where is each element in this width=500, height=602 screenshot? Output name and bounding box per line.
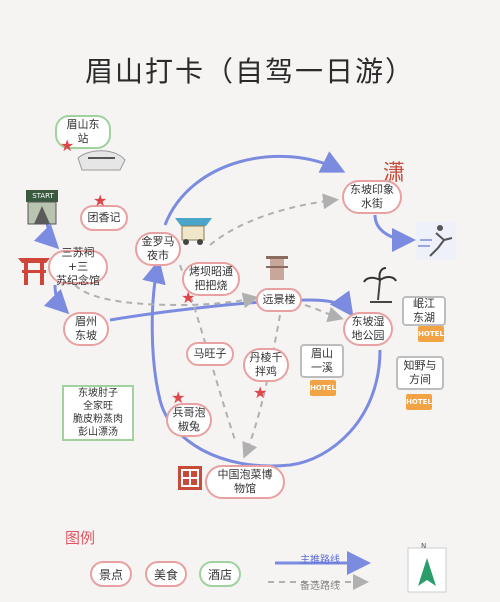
start-sign-icon (26, 190, 58, 225)
star-icon: ★ (181, 288, 196, 307)
local-food-list: 东坡肘子 全家旺 脆皮粉蒸肉 彭山漂汤 (62, 385, 134, 441)
star-icon: ★ (253, 383, 268, 402)
tower-icon (266, 256, 288, 280)
spot-bingge[interactable]: 兵哥泡 椒兔 (166, 403, 212, 437)
train-icon (77, 150, 126, 171)
palm-tree-icon (363, 267, 397, 303)
spot-yuanjinglou[interactable]: 远景楼 (256, 288, 302, 312)
star-icon: ★ (171, 388, 186, 407)
spot-sansuci[interactable]: 三苏祠+三 苏纪念馆 (48, 246, 108, 287)
legend-chip-spot: 景点 (90, 561, 132, 587)
legend-title: 图例 (65, 529, 96, 547)
hotel-tag-yixi: HOTEL (310, 380, 336, 396)
star-icon: ★ (93, 191, 108, 210)
spot-dongpo-shidi[interactable]: 东坡湿 地公园 (343, 312, 393, 346)
hotel-tag-zhiye: HOTEL (406, 394, 432, 410)
main-route-yinxiang-to-run (373, 214, 416, 252)
main-route-jinluoma-to-dongpo-yinxiang (163, 151, 346, 226)
alt-route-yuanjinglou-to-shidi (304, 304, 344, 323)
food-cart-icon (175, 218, 212, 245)
spot-paocai-museum[interactable]: 中国泡菜博 物馆 (205, 465, 285, 499)
legend-main-route-label: 主推路线 (300, 555, 340, 566)
legend-alt-route-label: 备选路线 (300, 581, 340, 592)
page-title: 眉山打卡（自驾一日游） (84, 55, 415, 88)
alt-route-kaoba-to-yinxiang (209, 193, 339, 246)
alt-route-sansuci-to-yuanjinglou (74, 284, 259, 309)
star-icon: ★ (60, 136, 75, 155)
spot-meizhou-dongpo[interactable]: 眉州 东坡 (63, 312, 109, 346)
hotel-minjiang-donghu[interactable]: 岷江 东湖 (402, 296, 446, 326)
spot-tuanxiangji[interactable]: 团香记 (80, 205, 128, 231)
main-route-shidi-loop (142, 259, 382, 468)
legend-chip-hotel: 酒店 (199, 561, 241, 587)
spot-dongpo-yinxiang[interactable]: 东坡印象 水街 (342, 180, 402, 214)
main-route-sansuci-to-meizhou (43, 284, 70, 315)
water-town-logo-icon: 潇 (383, 161, 405, 186)
legend-chip-food: 美食 (145, 561, 187, 587)
spot-dalengji[interactable]: 丹棱千 拌鸡 (243, 348, 289, 382)
compass-letter: N (421, 542, 427, 550)
start-sign-label: START (32, 192, 54, 200)
station-meishan-east: 眉山东 站 (55, 115, 111, 149)
runner-icon (416, 222, 456, 260)
hotel-zhiye-fangjian[interactable]: 知野与 方间 (396, 356, 444, 390)
gate-icon (18, 258, 50, 285)
spot-jinluoma[interactable]: 金罗马 夜市 (135, 232, 181, 266)
hotel-tag-donghu: HOTEL (418, 326, 444, 342)
svg-text:潇: 潇 (383, 161, 405, 186)
alt-route-yuanjinglou-to-museum (242, 314, 281, 459)
spot-mawangzi[interactable]: 马旺子 (186, 342, 234, 366)
hotel-meishan-yixi[interactable]: 眉山 一溪 (300, 344, 344, 378)
spot-kaobashao[interactable]: 烤坝昭通 把把烧 (182, 262, 240, 296)
compass-icon (407, 547, 447, 593)
museum-seal-icon (178, 466, 202, 490)
